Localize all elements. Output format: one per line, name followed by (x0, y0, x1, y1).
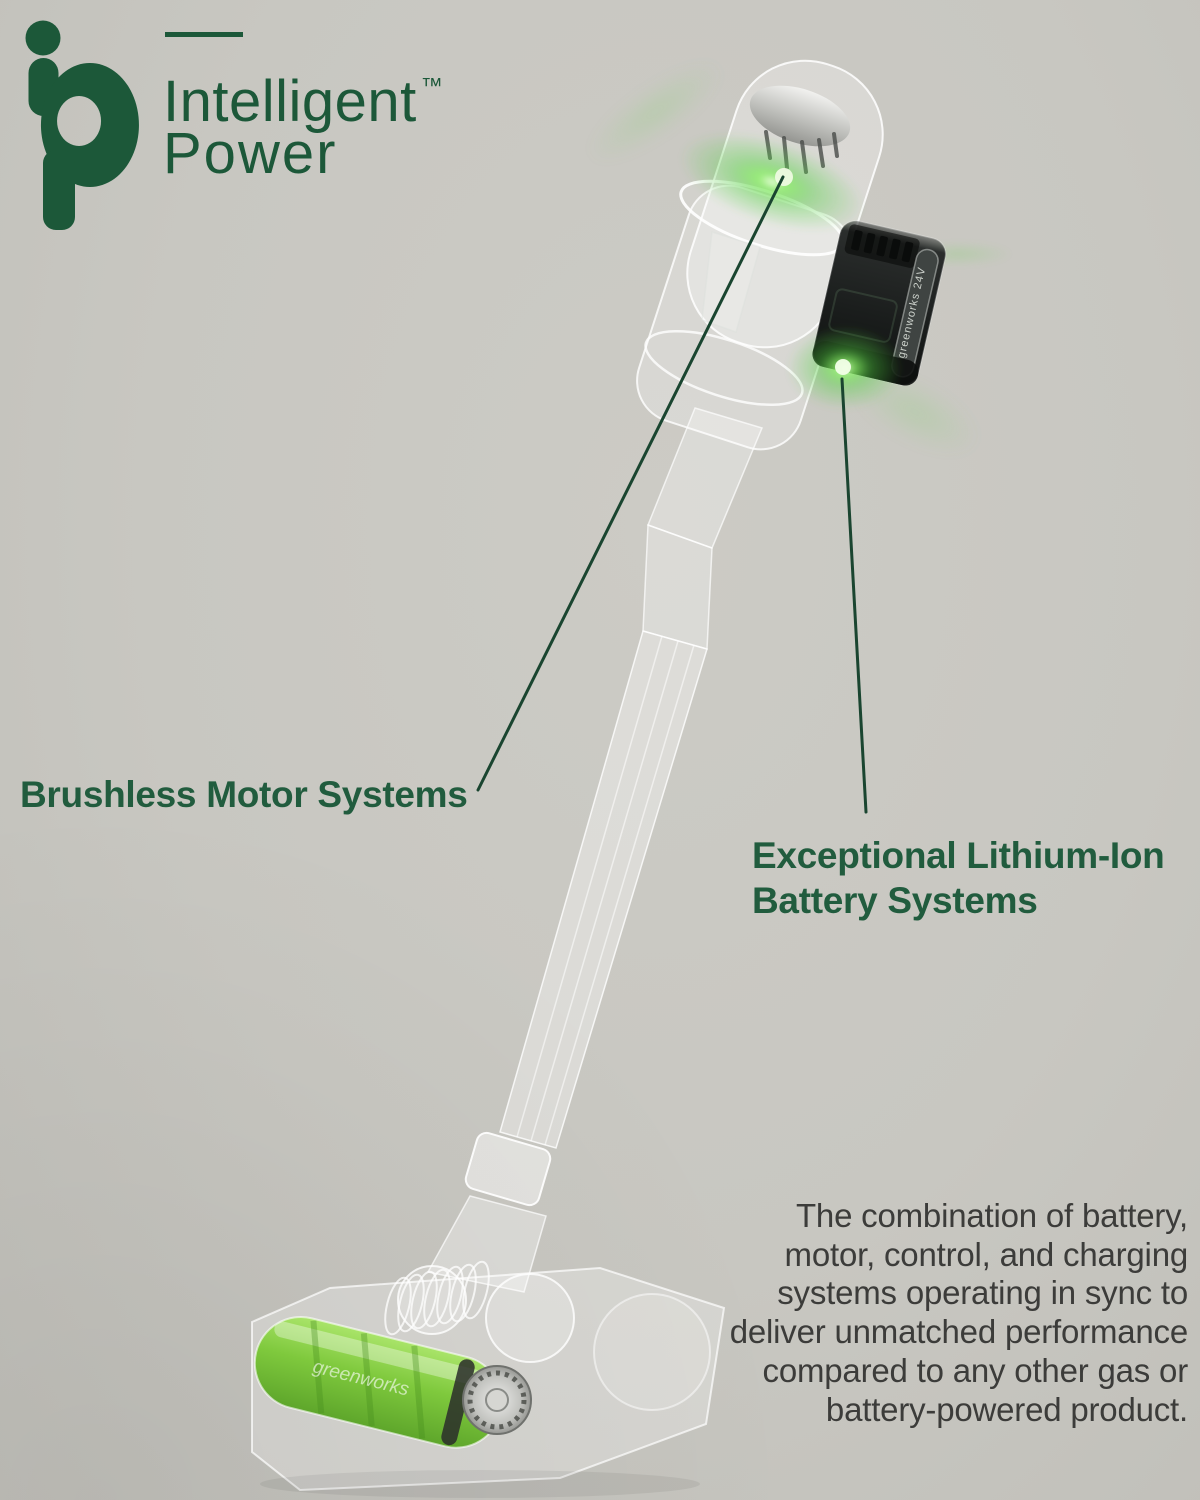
floor-head: greenworks (251, 1260, 726, 1498)
description-paragraph: The combination of battery, motor, contr… (648, 1197, 1188, 1429)
battery-callout-label: Exceptional Lithium-Ion Battery Systems (752, 833, 1165, 923)
duct (647, 407, 764, 549)
motor-callout-line (476, 175, 785, 792)
logo-descender (43, 150, 75, 230)
battery-callout-line2: Battery Systems (752, 880, 1038, 921)
rear-wheel (593, 1293, 711, 1411)
paragraph-line: The combination of battery, (795, 1197, 1188, 1234)
paragraph-line: compared to any other gas or (762, 1351, 1189, 1389)
haze-motor-beam (588, 62, 722, 162)
paragraph-line: battery-powered product. (825, 1390, 1188, 1428)
motor-chrome (749, 85, 851, 147)
paragraph-line: deliver unmatched performance (729, 1313, 1188, 1351)
floor-shadow (260, 1470, 700, 1498)
logo-rule (165, 32, 243, 37)
battery-callout-line1: Exceptional Lithium-Ion (752, 835, 1165, 876)
logo-wordmark-line2: Power (163, 121, 338, 186)
paragraph-line: motor, control, and charging (784, 1235, 1189, 1273)
trademark-symbol: ™ (420, 73, 444, 98)
logo-word1: Intelligent (163, 69, 417, 134)
suspension-spring (384, 1260, 490, 1336)
wheel-ball-right (485, 1273, 575, 1363)
wheel-ball-left (397, 1265, 467, 1335)
roller-end-ring (441, 1359, 475, 1446)
paragraph-line: systems operating in sync to (777, 1274, 1188, 1312)
wand-collar (464, 1131, 552, 1207)
logo-dot (25, 20, 61, 56)
motor-callout-label: Brushless Motor Systems (20, 774, 468, 815)
battery-glow (787, 326, 903, 410)
battery-vents (851, 230, 914, 263)
wand-tube (426, 523, 713, 1293)
battery-callout-line (840, 377, 868, 814)
intelligent-power-logo-mark (25, 20, 139, 230)
